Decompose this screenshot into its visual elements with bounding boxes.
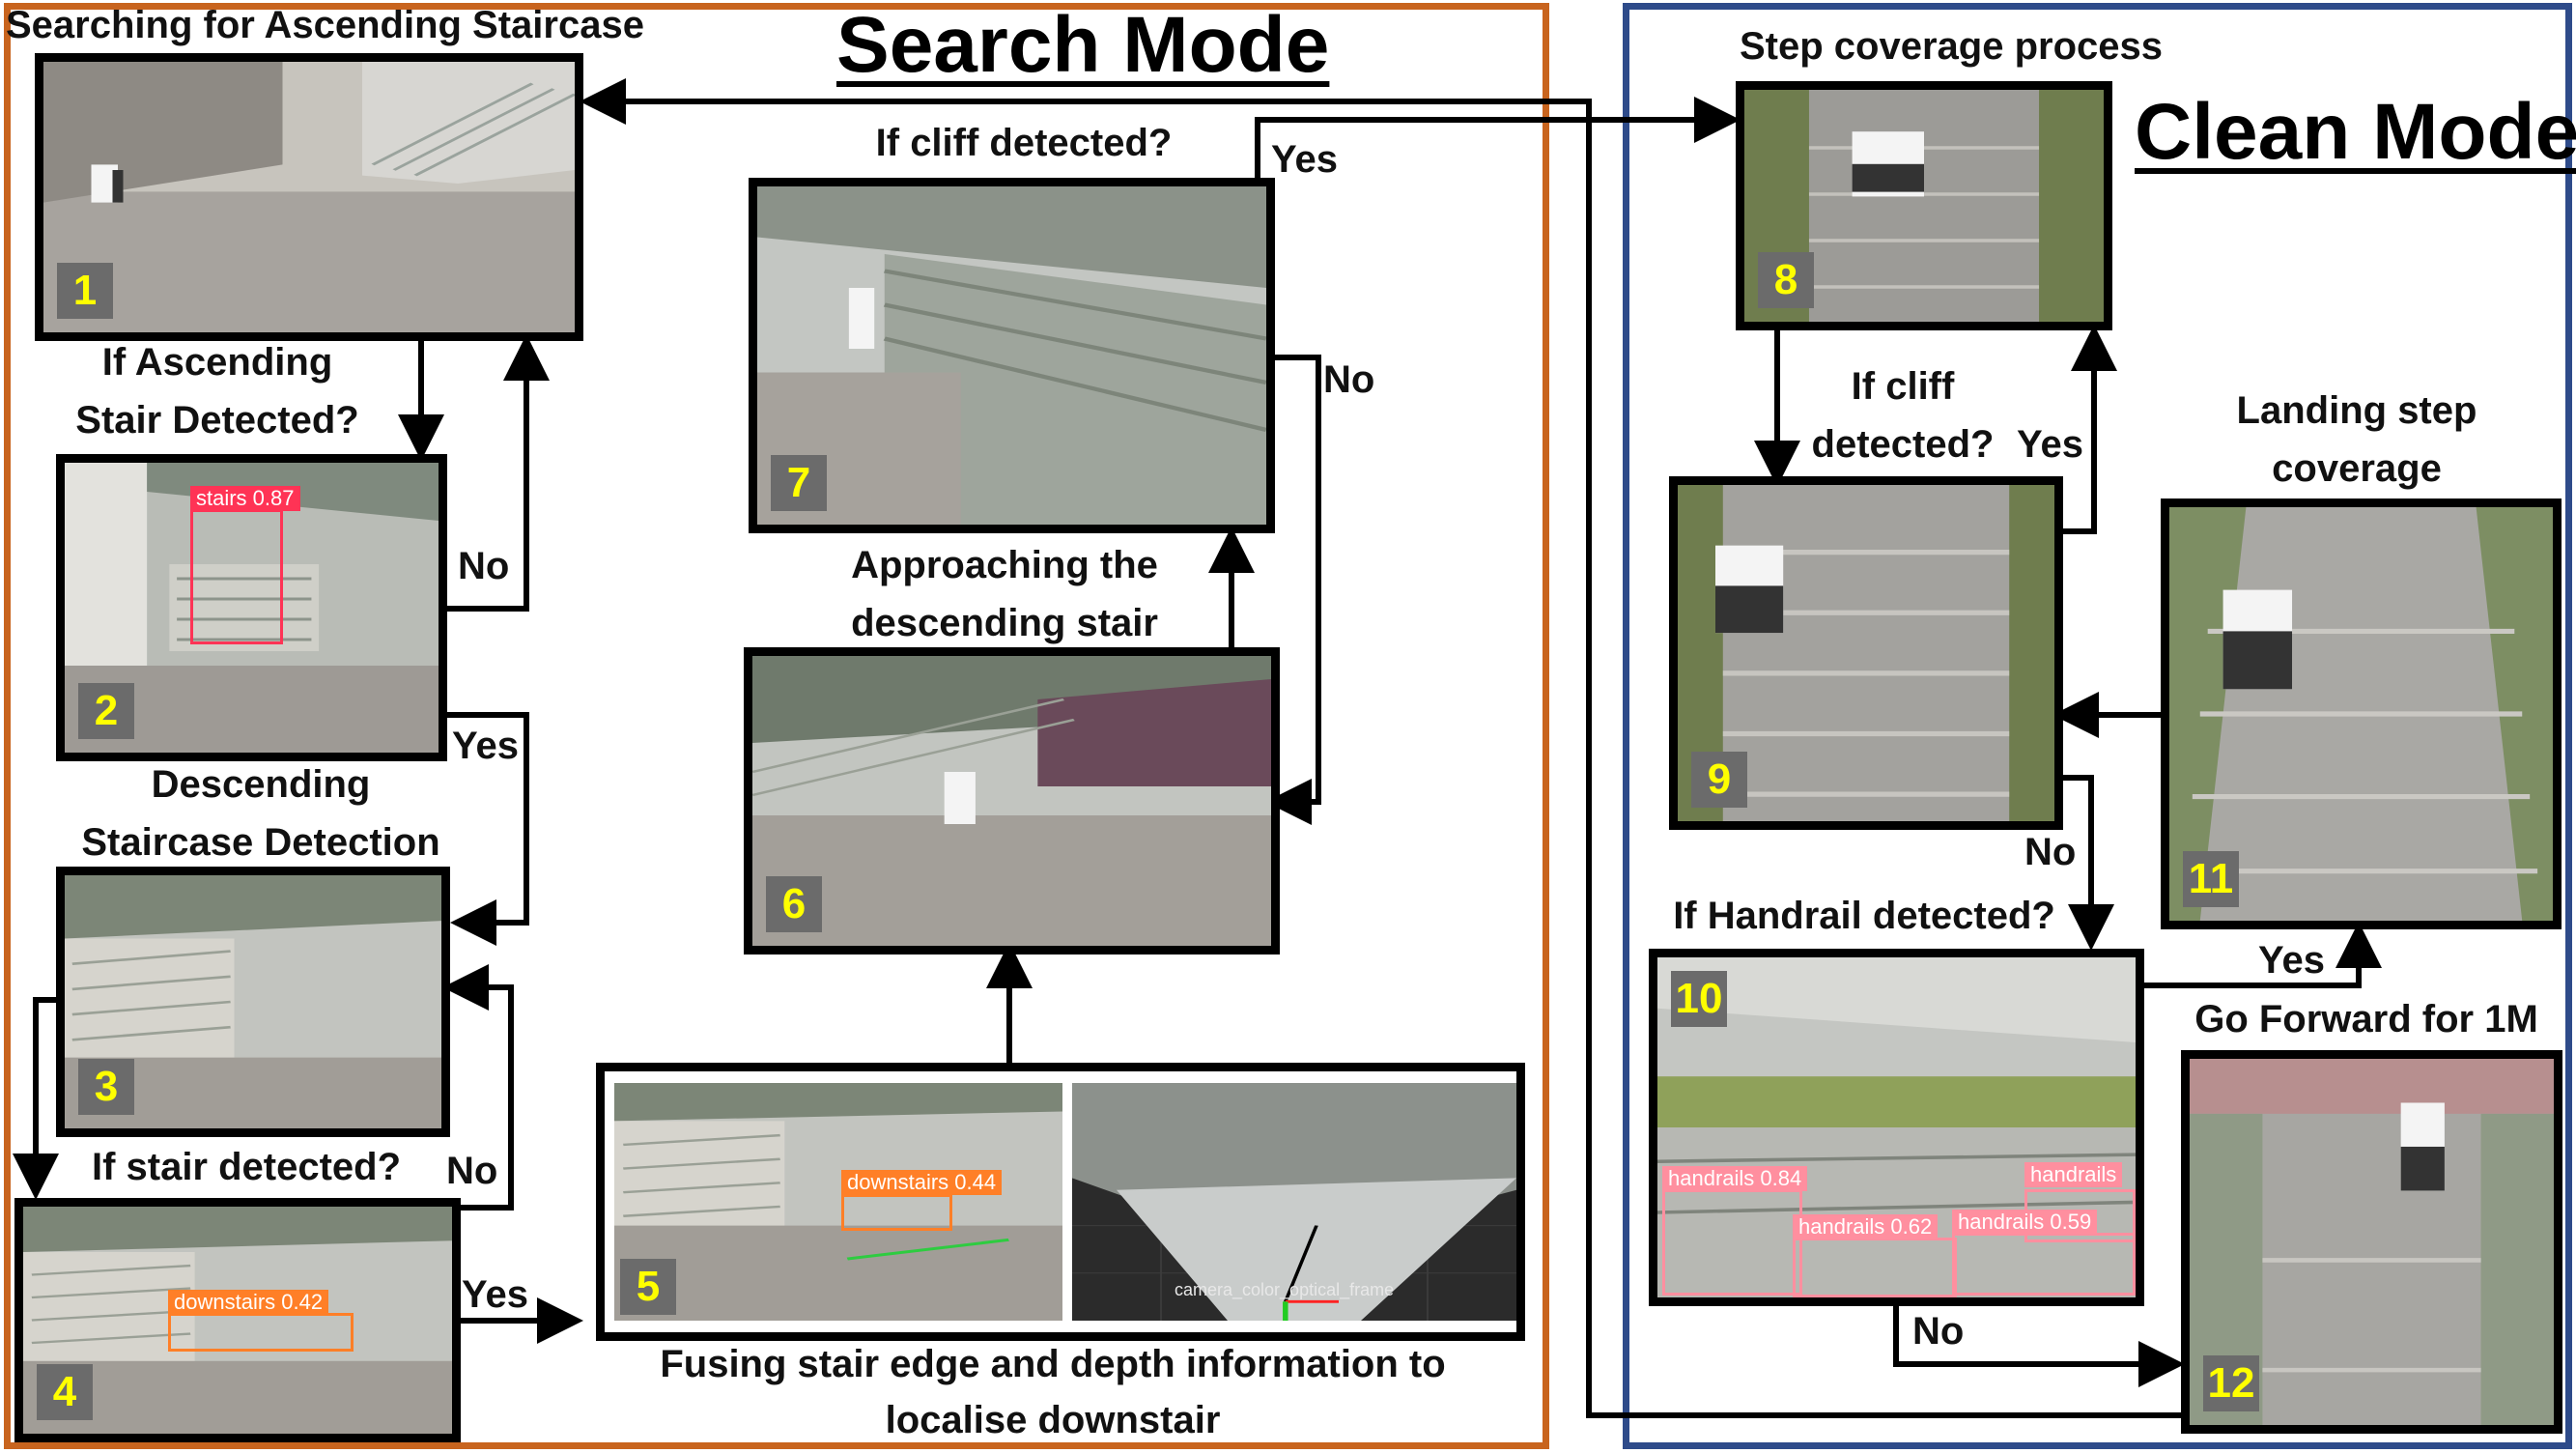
step-badge-3: 3: [78, 1059, 134, 1115]
label-step-2-line1: If Ascending: [101, 341, 333, 384]
downstairs-4-detection-box: [168, 1313, 354, 1352]
arrow-10-no-to-12: [1893, 1304, 2185, 1387]
arrow-3-to-4: [13, 997, 59, 1200]
step-1-image: 1: [35, 53, 583, 341]
step-5-depth-image: camera_color_optical_frame: [1072, 1083, 1516, 1321]
label-step-9-line1: If cliff: [1851, 365, 1955, 408]
label-step-9-line2: detected?: [1811, 423, 1995, 466]
branch-no-9: No: [2024, 831, 2077, 873]
label-step-12: Go Forward for 1M: [2194, 998, 2538, 1040]
step-10-image: handrails 0.84 handrails handrails 0.62 …: [1649, 949, 2144, 1306]
branch-yes-10: Yes: [2258, 939, 2325, 982]
step-5-rgb-image: downstairs 0.44 5: [614, 1083, 1062, 1321]
step-8-image: 8: [1736, 81, 2112, 330]
step-4-image: downstairs 0.42 4: [14, 1198, 461, 1442]
arrow-7-yes-to-8: [1255, 97, 1741, 180]
arrow-9-no-to-10: [2058, 775, 2114, 951]
step-badge-9: 9: [1691, 752, 1747, 808]
arrow-12-to-1: [580, 78, 2185, 1418]
arrow-9-yes-to-8: [2058, 325, 2117, 534]
step-7-image: 7: [749, 178, 1275, 533]
label-step-6-line1: Approaching the: [851, 544, 1158, 586]
handrail-c-box: [1793, 1238, 1957, 1297]
label-step-4: If stair detected?: [91, 1146, 402, 1188]
label-step-2-line2: Stair Detected?: [75, 399, 359, 442]
handrail-a-label: handrails 0.84: [1662, 1166, 1808, 1191]
handrail-a-box: [1662, 1189, 1802, 1296]
handrail-d-box: [1952, 1233, 2136, 1296]
downstairs-5-detection-label: downstairs 0.44: [841, 1170, 1003, 1195]
branch-yes-4: Yes: [462, 1273, 528, 1316]
arrow-4-no-to-3: [442, 964, 514, 1211]
label-step-3-line1: Descending: [151, 763, 371, 806]
step-6-image: 6: [744, 647, 1280, 954]
label-step-5-line2: localise downstair: [885, 1399, 1221, 1441]
step-badge-11: 11: [2183, 851, 2239, 907]
step-badge-12: 12: [2203, 1355, 2259, 1411]
search-mode-title: Search Mode: [836, 1, 1330, 89]
downstairs-5-detection-box: [841, 1194, 952, 1231]
step-2-image: stairs 0.87 2: [56, 454, 447, 761]
branch-yes-9: Yes: [2017, 423, 2083, 466]
step-badge-4: 4: [37, 1364, 93, 1420]
branch-no-2: No: [458, 545, 510, 587]
step-badge-2: 2: [78, 683, 134, 739]
arrow-7-no-to-6: [1265, 355, 1321, 825]
stairs-detection-label: stairs 0.87: [190, 486, 300, 511]
step-5-image: downstairs 0.44 5 camera_color_optical_f…: [596, 1063, 1525, 1341]
search-mode-panel: [4, 3, 1549, 1449]
handrail-c-label: handrails 0.62: [1793, 1214, 1939, 1239]
label-step-3-line2: Staircase Detection: [81, 821, 440, 864]
handrail-d-label: handrails 0.59: [1952, 1210, 2098, 1235]
label-step-6-line2: descending stair: [851, 602, 1158, 644]
step-badge-1: 1: [57, 263, 113, 319]
branch-no-10: No: [1912, 1310, 1965, 1353]
step-badge-5: 5: [620, 1259, 676, 1315]
step-3-image: 3: [56, 867, 450, 1137]
clean-mode-title: Clean Mode: [2135, 88, 2576, 176]
step-badge-6: 6: [766, 876, 822, 932]
stairs-detection-box: [190, 509, 283, 644]
step-11-image: 11: [2161, 499, 2562, 929]
step-badge-10: 10: [1671, 971, 1727, 1027]
label-step-7: If cliff detected?: [875, 122, 1173, 164]
branch-yes-7: Yes: [1271, 138, 1338, 181]
label-step-11-line1: Landing step: [2236, 389, 2477, 432]
label-step-11-line2: coverage: [2272, 447, 2442, 490]
branch-yes-2: Yes: [452, 725, 519, 767]
arrow-2-yes-to-3: [446, 712, 529, 946]
label-step-10: If Handrail detected?: [1673, 895, 2055, 937]
branch-no-4: No: [446, 1150, 498, 1192]
clean-mode-panel: [1623, 3, 2572, 1449]
step-9-image: 9: [1669, 476, 2063, 830]
label-step-1: Searching for Ascending Staircase: [6, 4, 644, 46]
depth-frame-label: camera_color_optical_frame: [1175, 1280, 1395, 1299]
arrow-10-yes-to-11: [2141, 922, 2382, 988]
arrow-2-no-to-1: [446, 334, 550, 612]
step-12-image: 12: [2181, 1050, 2562, 1434]
handrail-b-label: handrails: [2024, 1162, 2123, 1187]
branch-no-7: No: [1323, 358, 1375, 401]
step-badge-8: 8: [1758, 252, 1814, 308]
label-step-8: Step coverage process: [1740, 25, 2163, 68]
downstairs-4-detection-label: downstairs 0.42: [168, 1290, 329, 1315]
step-badge-7: 7: [771, 455, 827, 511]
label-step-5-line1: Fusing stair edge and depth information …: [660, 1343, 1446, 1385]
